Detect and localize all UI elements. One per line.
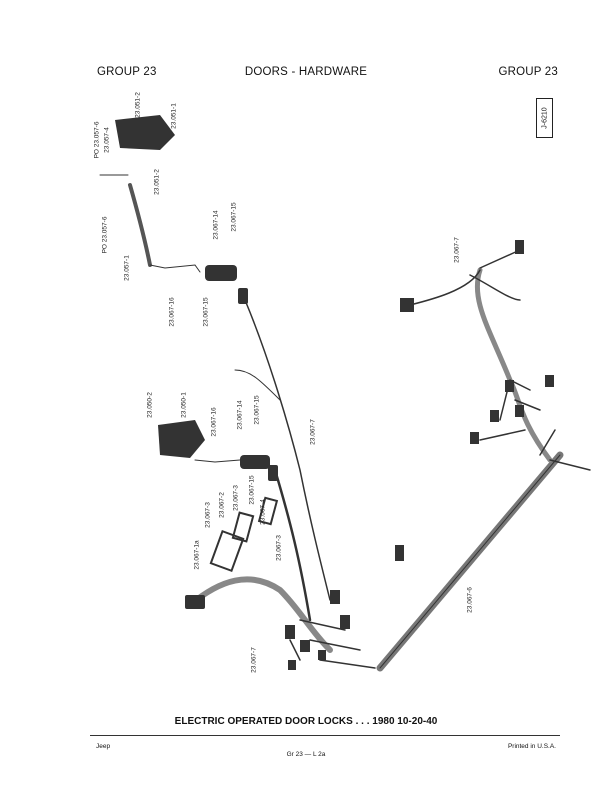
callout: 23.067-2 — [218, 492, 226, 518]
callout: 23.057-4 — [103, 127, 111, 153]
callout: 23.067-15 — [230, 202, 238, 232]
callout: 23.067-4 — [259, 499, 267, 525]
footer-page-number: Gr 23 — L 2a — [286, 751, 326, 758]
harness-lower — [187, 576, 333, 653]
header-title: DOORS - HARDWARE — [244, 66, 368, 78]
callout: 23.067-15 — [253, 395, 261, 425]
header-group-right: GROUP 23 — [498, 66, 558, 78]
footer-brand: Jeep — [96, 743, 111, 750]
callout: 23.067-3 — [275, 535, 283, 561]
callout: 23.050-1 — [180, 392, 188, 418]
header-group-left: GROUP 23 — [97, 66, 157, 78]
actuator-lower — [240, 455, 270, 469]
callout: 23.067-16 — [168, 297, 176, 327]
callout: 23.051-2 — [134, 92, 142, 118]
footer-printed: Printed in U.S.A. — [507, 743, 556, 750]
callout: 23.050-2 — [146, 392, 154, 418]
callout: 23.067-6 — [466, 587, 474, 613]
callout: 23.067-3 — [204, 502, 212, 528]
callout: 23.067-1a — [193, 540, 201, 570]
callout: PO 23.057-6 — [93, 121, 101, 159]
callout: 23.051-1 — [170, 103, 178, 129]
harness-cable-upper — [244, 299, 331, 601]
callout: 23.067-16 — [210, 407, 218, 437]
callout: 23.067-15 — [202, 297, 210, 327]
footer-divider — [90, 735, 560, 736]
callout: 23.057-1 — [123, 255, 131, 281]
callout: 23.067-7 — [250, 647, 258, 673]
callout: PO 23.057-6 — [101, 216, 109, 254]
door-lock-lower — [158, 420, 205, 458]
callout: 23.067-3 — [232, 485, 240, 511]
callout: 23.067-14 — [212, 210, 220, 240]
callout: 23.051-2 — [153, 169, 161, 195]
callout: 23.067-7 — [453, 237, 461, 263]
figure-caption: ELECTRIC OPERATED DOOR LOCKS . . . 1980 … — [174, 716, 438, 727]
actuator-upper — [205, 265, 237, 281]
callout: 23.067-7 — [309, 419, 317, 445]
callout: 23.067-15 — [248, 475, 256, 505]
rod-upper — [128, 183, 152, 267]
callout: 23.067-14 — [236, 400, 244, 430]
figure-reference-box: J-6210 — [536, 98, 553, 138]
door-lock-upper — [115, 115, 175, 150]
